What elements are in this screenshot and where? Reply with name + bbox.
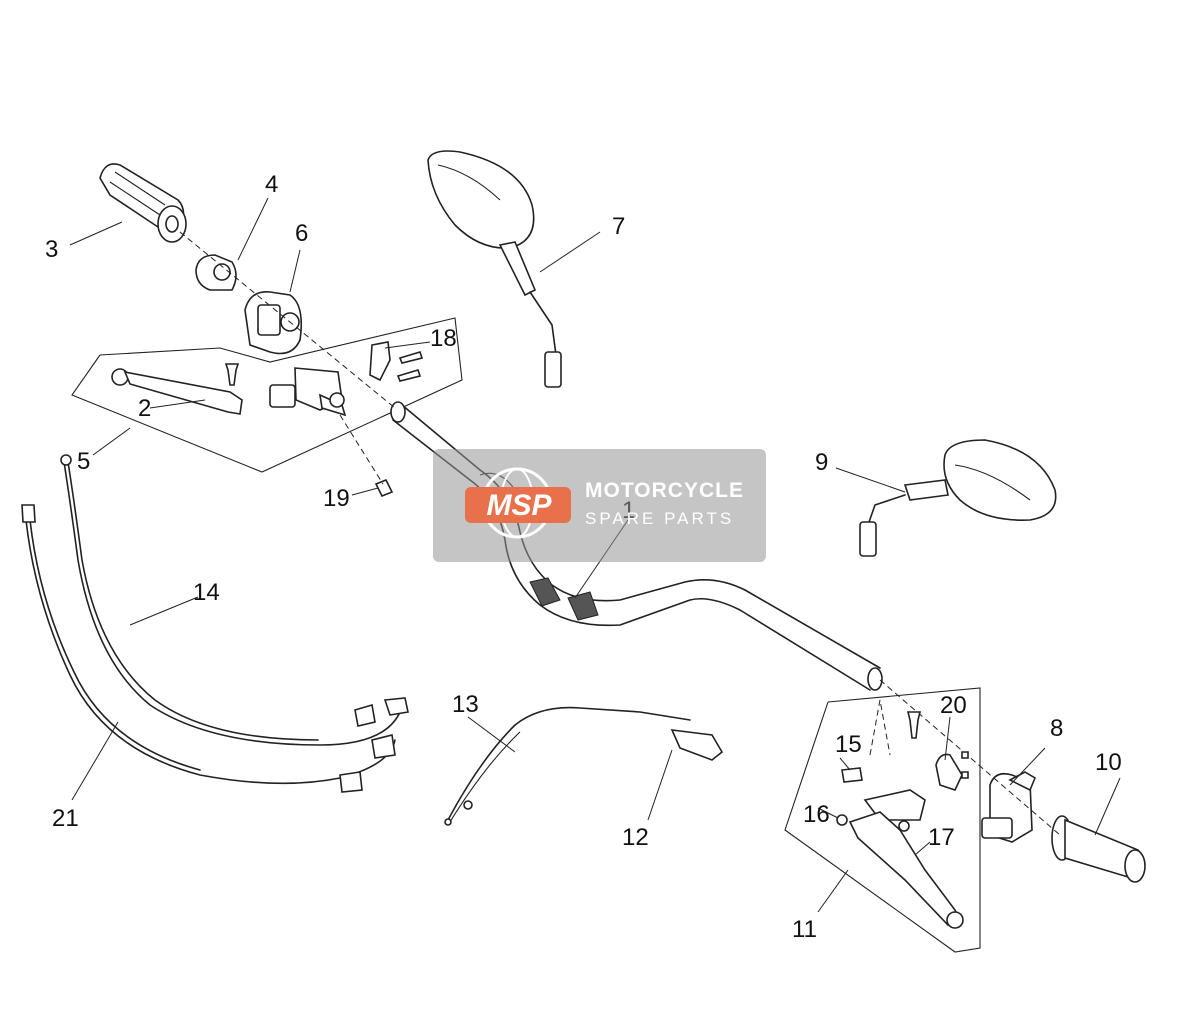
callout-2: 2 xyxy=(138,395,151,422)
logo-text: MSP xyxy=(486,489,552,522)
msp-logo-icon: MSP xyxy=(465,467,571,539)
callout-13: 13 xyxy=(452,691,479,718)
callout-10: 10 xyxy=(1095,749,1122,776)
right-lever-part xyxy=(848,811,964,929)
handlebar-part xyxy=(390,401,883,691)
cable-adjuster-icon xyxy=(841,767,863,783)
left-switch-part xyxy=(244,291,303,355)
callout-21: 21 xyxy=(52,805,79,832)
handlebar-right-end-icon xyxy=(867,667,883,691)
callout-17: 17 xyxy=(928,824,955,851)
callout-16: 16 xyxy=(803,801,830,828)
callout-3: 3 xyxy=(45,236,58,263)
left-mirror-part xyxy=(427,150,562,388)
throttle-cable-part xyxy=(444,706,724,826)
callout-20: 20 xyxy=(940,692,967,719)
right-switch-part xyxy=(981,771,1037,843)
callout-14: 14 xyxy=(193,579,220,606)
screw-icon xyxy=(961,751,969,759)
bolt-icon xyxy=(224,363,240,386)
watermark-subtitle: SPARE PARTS xyxy=(585,509,735,528)
screw-icon xyxy=(398,351,424,364)
callout-15: 15 xyxy=(835,731,862,758)
master-cylinder-part xyxy=(269,367,347,417)
callout-6: 6 xyxy=(295,220,308,247)
nut-icon xyxy=(836,814,848,826)
screw-icon xyxy=(396,369,422,382)
callout-19: 19 xyxy=(323,485,350,512)
callout-18: 18 xyxy=(430,325,457,352)
watermark: MSP MOTORCYCLE SPARE PARTS xyxy=(433,449,766,562)
callout-5: 5 xyxy=(77,448,90,475)
callout-11: 11 xyxy=(792,916,817,943)
screw-icon xyxy=(961,771,969,779)
right-mirror-part xyxy=(859,439,1057,557)
mirror-clamp-part xyxy=(369,341,391,382)
throttle-drum-part xyxy=(195,254,237,291)
handlebar-left-end-icon xyxy=(390,401,406,423)
callout-4: 4 xyxy=(265,171,278,198)
right-assembly-outline xyxy=(784,687,981,953)
left-grip-part xyxy=(99,163,187,243)
callout-12: 12 xyxy=(622,824,649,851)
clutch-cable-part xyxy=(60,454,409,746)
left-assembly-outline xyxy=(71,317,463,473)
nut-icon xyxy=(898,820,910,832)
right-grip-part xyxy=(1051,815,1146,883)
bolt-icon xyxy=(906,711,922,739)
callout-7: 7 xyxy=(612,213,625,240)
watermark-title: MOTORCYCLE xyxy=(585,479,744,502)
callout-9: 9 xyxy=(815,449,828,476)
bleed-screw-icon xyxy=(374,478,394,498)
brake-cable-part xyxy=(21,504,396,793)
callout-8: 8 xyxy=(1050,715,1063,742)
left-lever-part xyxy=(111,368,243,415)
lever-clamp-part xyxy=(935,753,963,791)
